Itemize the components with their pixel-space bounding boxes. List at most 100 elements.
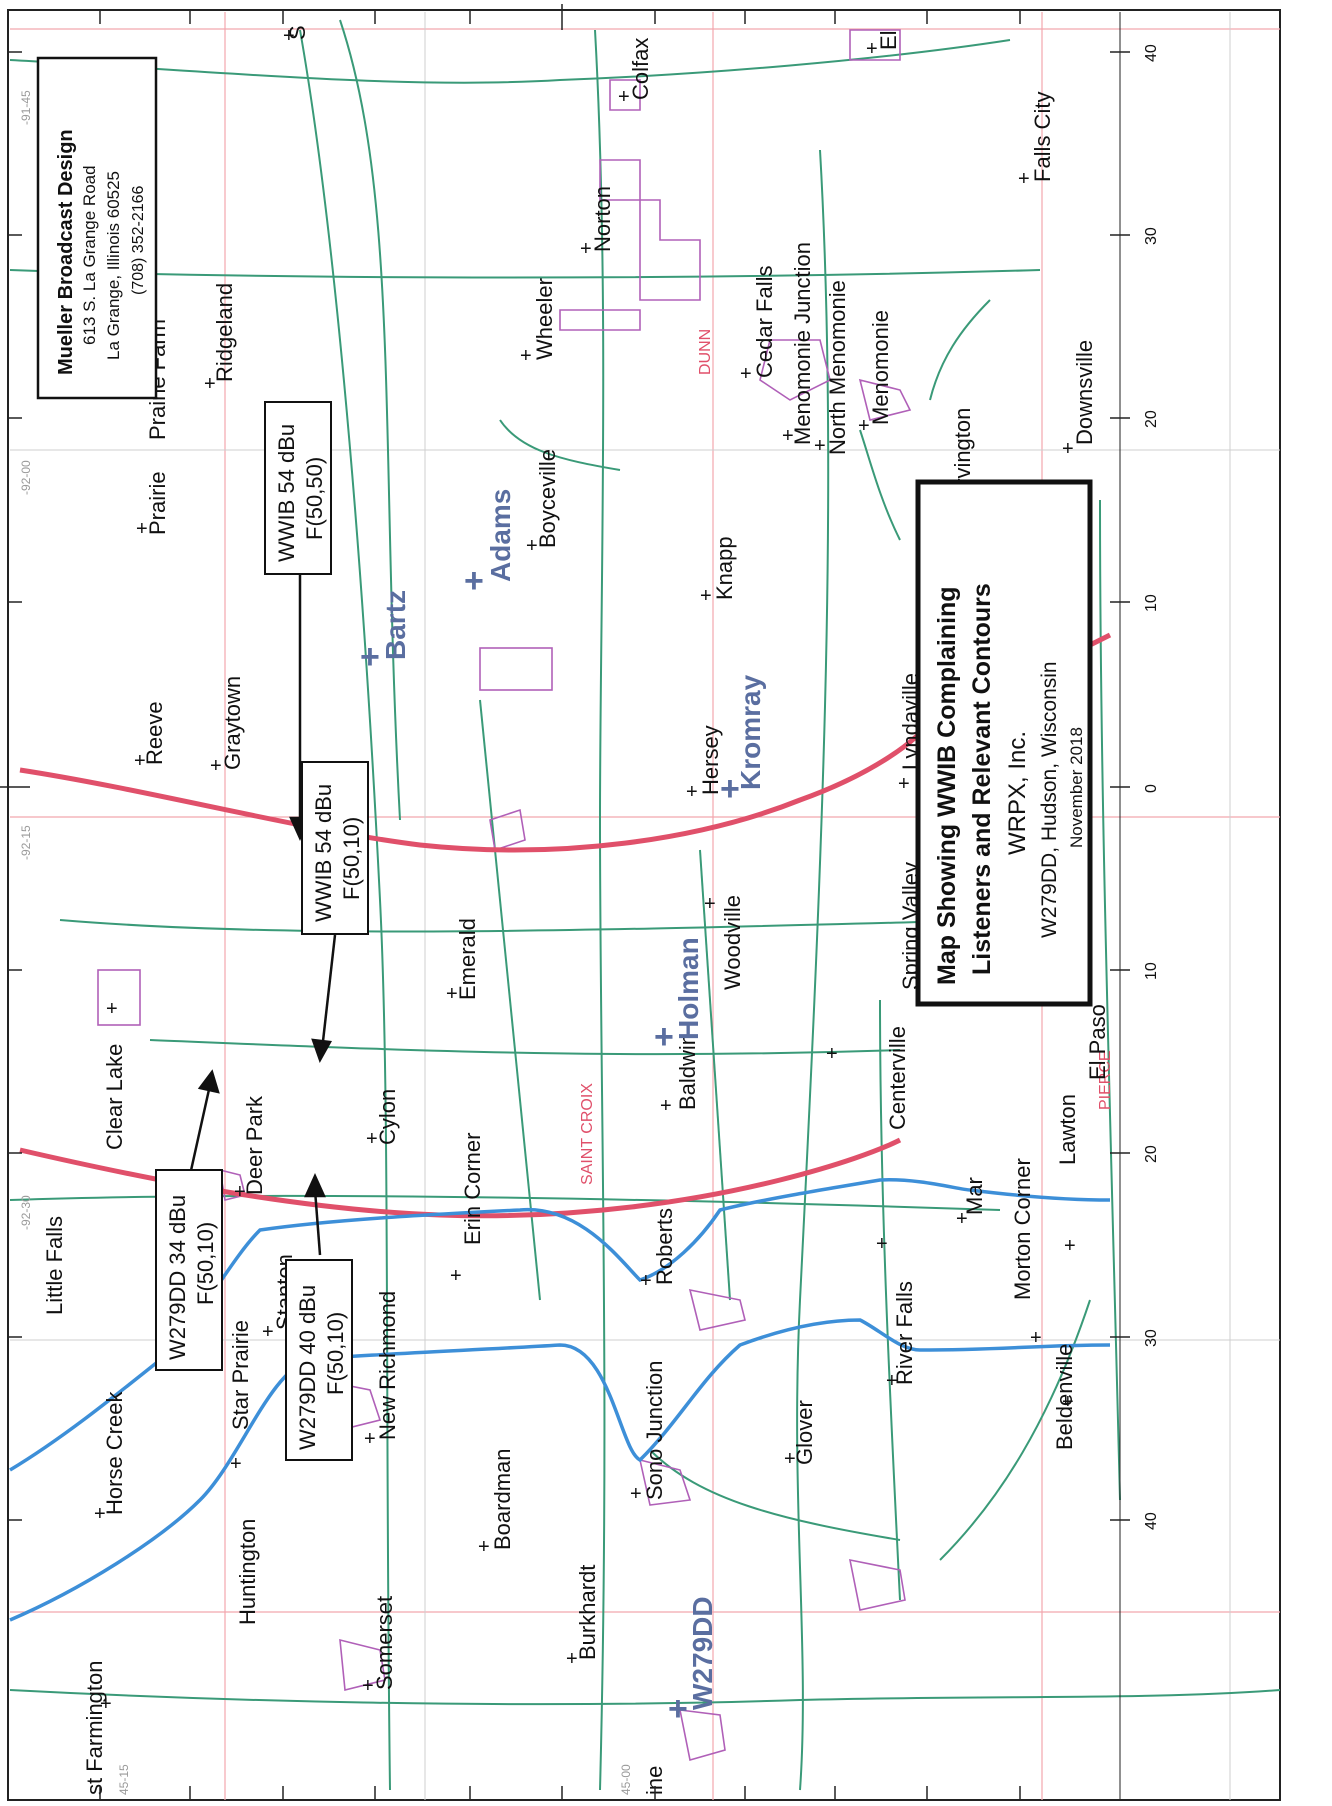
county-labels: DUNN SAINT CROIX PIERCE <box>579 329 1114 1185</box>
svg-text:+: + <box>446 983 458 1005</box>
svg-text:+: + <box>283 25 295 47</box>
svg-text:+: + <box>360 638 380 676</box>
town-horse-creek: Horse Creek <box>102 1391 127 1515</box>
left-ticks <box>0 51 30 1521</box>
town-new-richmond: New Richmond <box>375 1291 400 1440</box>
svg-text:+: + <box>136 518 148 540</box>
title-line3: WRPX, Inc. <box>1004 731 1031 855</box>
town-menomonie: Menomonie <box>868 310 893 425</box>
town-norton: Norton <box>590 186 615 252</box>
town-el: El <box>876 30 901 50</box>
right-scale: 40 30 20 10 0 10 20 30 40 <box>1110 12 1160 1800</box>
town-morton-corner: Morton Corner <box>1010 1158 1035 1300</box>
svg-text:WWIB 54 dBu: WWIB 54 dBu <box>274 424 299 562</box>
svg-text:-92-00: -92-00 <box>19 460 33 495</box>
town-downsville: Downsville <box>1072 340 1097 445</box>
svg-text:30: 30 <box>1143 1329 1160 1347</box>
town-knapp: Knapp <box>712 536 737 600</box>
contour-arrows <box>188 575 337 1256</box>
svg-text:W279DD 34 dBu: W279DD 34 dBu <box>165 1195 190 1360</box>
svg-text:+: + <box>654 1018 674 1056</box>
svg-text:F(50,10): F(50,10) <box>323 1312 348 1395</box>
svg-text:+: + <box>640 1270 652 1292</box>
company-address2: La Grange, Illinois 60525 <box>104 171 123 360</box>
svg-text:+: + <box>478 1536 490 1558</box>
svg-text:+: + <box>700 585 712 607</box>
svg-text:F(50,10): F(50,10) <box>339 817 364 900</box>
town-s: S <box>285 25 310 40</box>
svg-text:10: 10 <box>1143 594 1160 612</box>
town-glover: Glover <box>792 1400 817 1465</box>
town-cedar-falls: Cedar Falls <box>752 266 777 378</box>
svg-text:+: + <box>1064 1235 1076 1257</box>
title-line5: November 2018 <box>1067 727 1086 848</box>
town-prairie: Prairie <box>145 471 170 535</box>
contour-label-w279dd-34: W279DD 34 dBu F(50,10) <box>155 1169 223 1371</box>
contour-label-w279dd-40: W279DD 40 dBu F(50,10) <box>285 1259 353 1461</box>
town-boardman: Boardman <box>490 1448 515 1550</box>
svg-text:+: + <box>106 998 118 1020</box>
svg-text:+: + <box>580 238 592 260</box>
town-woodville: Woodville <box>720 895 745 990</box>
company-address1: 613 S. La Grange Road <box>80 165 99 345</box>
svg-text:+: + <box>618 86 630 108</box>
svg-text:+: + <box>134 750 146 772</box>
title-line2: Listeners and Relevant Contours <box>968 583 996 975</box>
svg-text:+: + <box>782 425 794 447</box>
town-menomonie-junction: Menomonie Junction <box>790 242 815 445</box>
top-ticks <box>99 4 1021 30</box>
town-colfax: Colfax <box>628 38 653 100</box>
town-el-paso: El Paso <box>1085 1004 1110 1080</box>
county-saint-croix: SAINT CROIX <box>579 1083 596 1185</box>
svg-text:+: + <box>234 1181 246 1203</box>
svg-text:+: + <box>814 435 826 457</box>
svg-text:+: + <box>464 562 484 600</box>
svg-text:+: + <box>520 345 532 367</box>
svg-text:+: + <box>1062 438 1074 460</box>
svg-text:+: + <box>450 1265 462 1287</box>
svg-text:+: + <box>866 38 878 60</box>
svg-text:+: + <box>94 1503 106 1525</box>
svg-text:45-15: 45-15 <box>117 1764 131 1795</box>
listener-markers: + + + + + <box>360 562 740 1728</box>
svg-text:+: + <box>876 1233 888 1255</box>
header-box: Mueller Broadcast Design 613 S. La Grang… <box>36 56 158 400</box>
listener-bartz: Bartz <box>380 590 411 660</box>
town-sono-junction: Sono Junction <box>642 1361 667 1500</box>
town-hersey: Hersey <box>698 725 723 795</box>
town-markers: +++ +++ +++ +++ +++ +++ +++ +++ +++ +++ … <box>94 25 1076 1715</box>
svg-text:+: + <box>1062 1391 1074 1413</box>
svg-text:+: + <box>362 1675 374 1697</box>
title-line4: W279DD, Hudson, Wisconsin <box>1038 661 1061 938</box>
svg-text:+: + <box>660 1095 672 1117</box>
latlong-labels: -91-45 -92-00 -92-15 -92-30 45-15 45-00 <box>19 90 633 1795</box>
listener-adams: Adams <box>485 489 516 582</box>
town-huntington: Huntington <box>235 1519 260 1625</box>
svg-text:-92-30: -92-30 <box>19 1195 33 1230</box>
svg-text:WWIB 54 dBu: WWIB 54 dBu <box>311 784 336 922</box>
town-roberts: Roberts <box>652 1208 677 1285</box>
county-pierce: PIERCE <box>1097 1050 1114 1110</box>
listener-labels: Bartz Adams Kromray Holman W279DD <box>380 489 766 1710</box>
town-emerald: Emerald <box>455 918 480 1000</box>
town-lawton: Lawton <box>1055 1094 1080 1165</box>
svg-text:+: + <box>858 415 870 437</box>
town-graytown: Graytown <box>220 676 245 770</box>
town-clear-lake: Clear Lake <box>102 1044 127 1150</box>
town-wheeler: Wheeler <box>532 278 557 360</box>
municipal-boundaries <box>97 29 912 1762</box>
svg-text:20: 20 <box>1143 410 1160 428</box>
town-centerville: Centerville <box>885 1026 910 1130</box>
town-farmington: st Farmington <box>82 1661 107 1796</box>
svg-text:+: + <box>1030 1327 1042 1349</box>
title-line1: Map Showing WWIB Complaining <box>933 586 961 985</box>
svg-text:+: + <box>262 1321 274 1343</box>
svg-text:+: + <box>720 770 740 808</box>
listener-kromray: Kromray <box>735 674 766 790</box>
town-boyceville: Boyceville <box>535 449 560 548</box>
town-beldenville: Beldenville <box>1052 1344 1077 1450</box>
svg-text:+: + <box>210 755 222 777</box>
svg-text:+: + <box>956 1208 968 1230</box>
svg-text:20: 20 <box>1143 1145 1160 1163</box>
town-somerset: Somerset <box>372 1596 397 1690</box>
